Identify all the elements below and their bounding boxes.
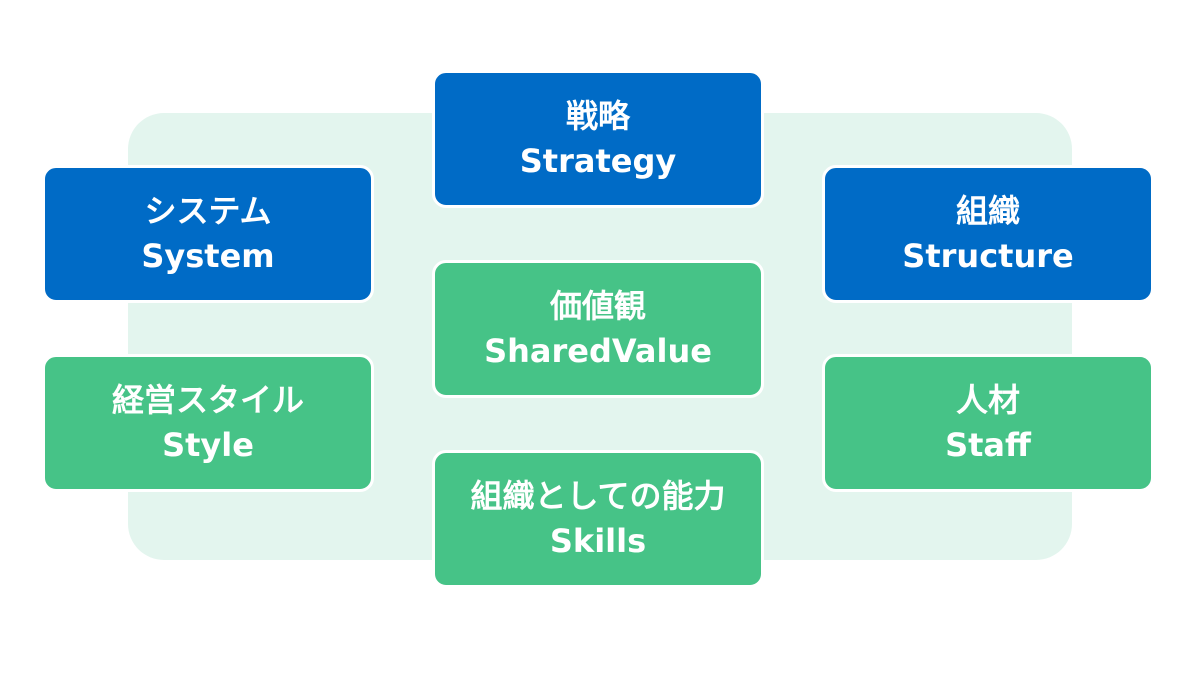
shared-value-jp-label: 価値観 xyxy=(549,287,646,325)
shared-value-box: 価値観 SharedValue xyxy=(432,260,764,398)
staff-jp-label: 人材 xyxy=(955,381,1020,419)
system-jp-label: システム xyxy=(144,192,272,230)
structure-en-label: Structure xyxy=(902,237,1074,275)
staff-en-label: Staff xyxy=(945,426,1031,464)
style-en-label: Style xyxy=(162,426,254,464)
staff-box: 人材 Staff xyxy=(822,354,1154,492)
structure-jp-label: 組織 xyxy=(955,192,1020,230)
system-en-label: System xyxy=(141,237,275,275)
system-box: システム System xyxy=(42,165,374,303)
skills-box: 組織としての能力 Skills xyxy=(432,450,764,588)
strategy-jp-label: 戦略 xyxy=(565,97,630,135)
style-box: 経営スタイル Style xyxy=(42,354,374,492)
skills-jp-label: 組織としての能力 xyxy=(470,477,726,515)
strategy-en-label: Strategy xyxy=(519,142,677,180)
structure-box: 組織 Structure xyxy=(822,165,1154,303)
strategy-box: 戦略 Strategy xyxy=(432,70,764,208)
style-jp-label: 経営スタイル xyxy=(111,381,304,419)
shared-value-en-label: SharedValue xyxy=(484,332,712,370)
skills-en-label: Skills xyxy=(549,522,647,560)
